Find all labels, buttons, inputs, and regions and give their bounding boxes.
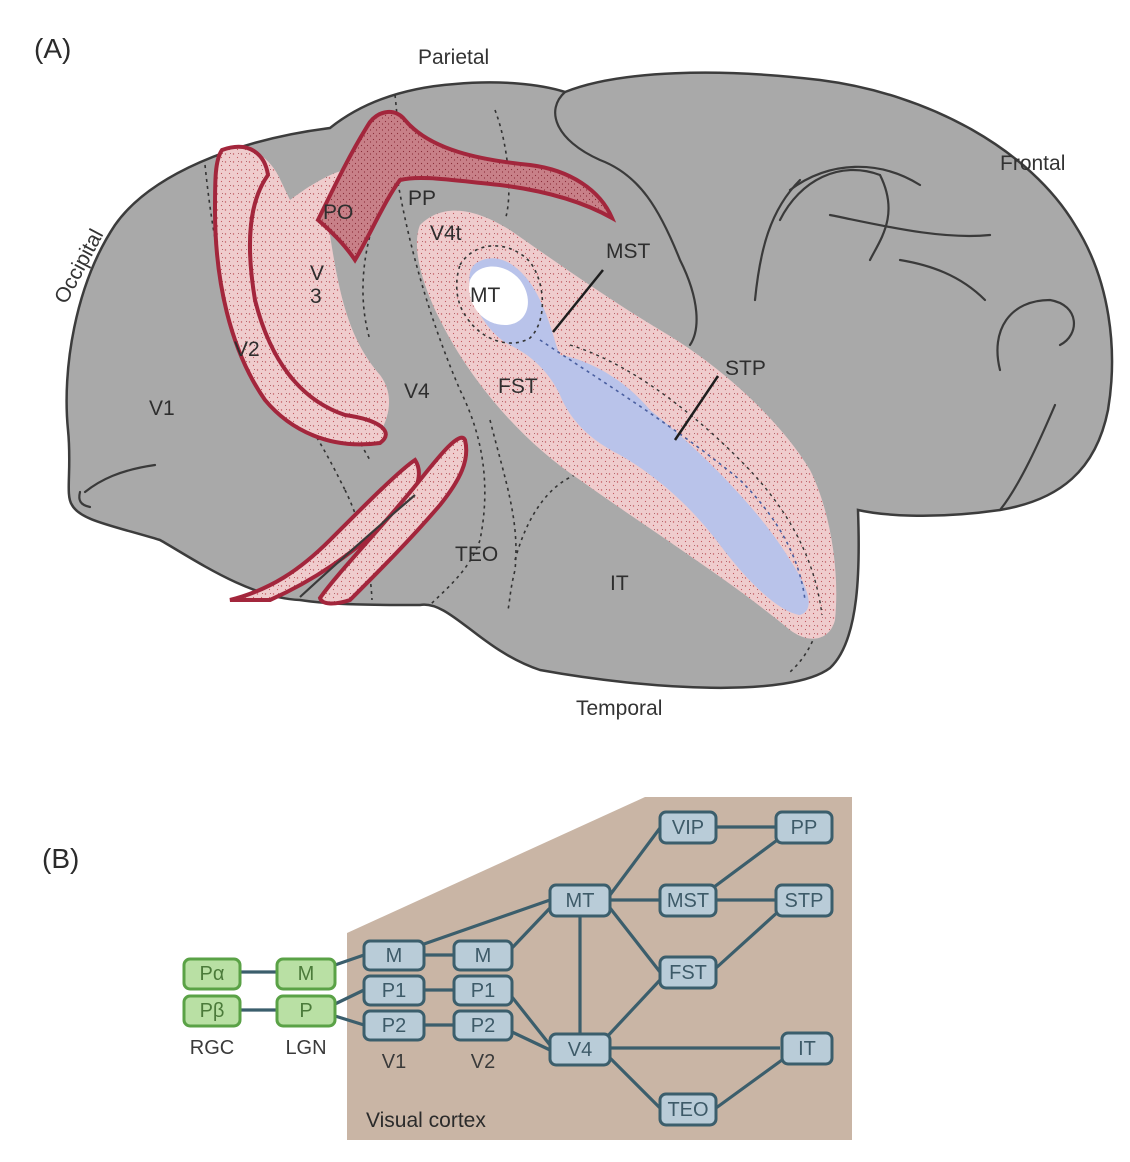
area-label-v4t: V4t [430,222,462,245]
area-label-po: PO [323,201,353,224]
node-v2-m [452,939,514,972]
node-palpha [182,957,242,991]
node-mt [548,883,612,918]
column-label-v1: V1 [382,1051,406,1073]
cortical-node-labels: M P1 P2 M P1 P2 MT V4 VIP PP MST STP FST… [382,817,824,1121]
sulci [78,90,1075,512]
node-v1-m [362,939,426,972]
column-label-lgn: LGN [285,1037,326,1059]
node-v2-p1-label: P1 [471,980,495,1002]
po-region [315,110,617,264]
node-pp [774,810,834,845]
node-v2-p2 [452,1009,514,1042]
ventral-band-outer [229,457,421,602]
node-palpha-label: Pα [200,963,225,985]
panel-b: (B) Visual cortex [42,797,852,1140]
node-vip [658,810,718,845]
node-mst-label: MST [667,890,709,912]
node-fst-label: FST [669,962,707,984]
node-stp [774,883,834,918]
node-v1-p1-label: P1 [382,980,406,1002]
node-mt-label: MT [566,890,595,912]
visual-cortex-region [347,797,852,1140]
area-label-mst: MST [606,240,651,263]
node-it-label: IT [798,1038,816,1060]
node-v4 [548,1032,612,1067]
area-label-fst: FST [498,375,538,398]
stp-pointer [673,375,720,441]
column-label-v2: V2 [471,1051,495,1073]
ventral-sulcus [299,494,416,598]
area-label-pp: PP [408,187,436,210]
area-label-v3-line1: V [310,262,324,285]
sts-dashed-line [539,339,806,601]
area-label-teo: TEO [455,543,498,566]
node-v2-p1 [452,974,514,1007]
connections [240,825,783,1110]
panel-b-label: (B) [42,843,79,874]
node-v2-p2-label: P2 [471,1015,495,1037]
mst-pointer [552,269,604,333]
node-stp-label: STP [785,890,824,912]
node-v1-p2-label: P2 [382,1015,406,1037]
node-vip-label: VIP [672,817,704,839]
node-v2-m-label: M [475,945,492,967]
panel-a-label: (A) [34,33,71,64]
cortical-nodes [362,810,834,1127]
area-label-v2: V2 [234,338,260,361]
lobe-label-parietal: Parietal [418,46,489,69]
node-pbeta-label: Pβ [200,1000,225,1022]
node-v1-p1 [362,974,426,1007]
node-pbeta [182,994,242,1028]
node-lgn-m [275,957,337,991]
column-label-rgc: RGC [190,1037,234,1059]
node-v4-label: V4 [568,1039,592,1061]
node-mst [658,883,718,918]
area-label-v1: V1 [149,397,175,420]
panel-a: (A) [34,33,1114,720]
lobe-label-temporal: Temporal [576,697,662,720]
mt-blue-strip [469,258,809,615]
node-v1-m-label: M [386,945,403,967]
area-label-v3-line2: 3 [310,285,322,308]
node-v1-p2 [362,1009,426,1042]
mt-center [469,266,528,325]
node-lgn-m-label: M [298,963,315,985]
node-pp-label: PP [791,817,818,839]
node-teo-label: TEO [667,1099,708,1121]
subcortical-nodes: Pα Pβ M P [182,957,337,1028]
mt-boundary [455,245,544,344]
area-label-mt: MT [470,284,500,307]
node-fst [658,955,718,990]
area-label-stp: STP [725,357,766,380]
stp-boundary [569,344,823,616]
node-lgn-p [275,994,337,1028]
area-label-v4: V4 [404,380,430,403]
lobe-label-frontal: Frontal [1000,152,1065,175]
node-teo [658,1092,718,1127]
visual-cortex-label: Visual cortex [366,1109,486,1132]
v2-band [212,144,388,447]
area-label-it: IT [610,572,629,595]
node-it [780,1031,834,1066]
node-lgn-p-label: P [299,1000,312,1022]
